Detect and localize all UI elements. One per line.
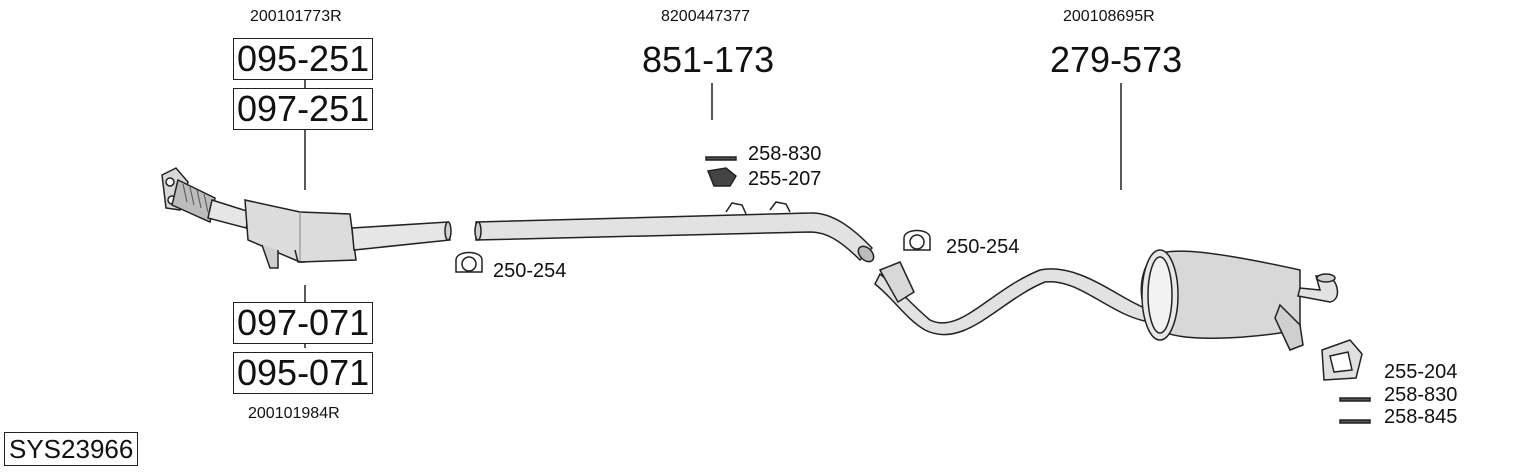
- rear-accessory-2[interactable]: 258-830: [1384, 384, 1458, 406]
- middle-accessory-2[interactable]: 255-207: [748, 168, 822, 190]
- middle-accessory-1[interactable]: 258-830: [748, 143, 822, 165]
- front-oe-bottom-label: 200101984R: [248, 405, 340, 422]
- front-part-bottom-1[interactable]: 097-071: [233, 302, 374, 344]
- middle-oe-label: 8200447377: [661, 8, 750, 25]
- rear-accessory-1[interactable]: 255-204: [1384, 361, 1458, 383]
- system-code: SYS23966: [4, 432, 139, 466]
- leader-lines: [304, 78, 1122, 348]
- front-part-top-1[interactable]: 095-251: [233, 38, 374, 80]
- front-part-bottom-2[interactable]: 095-071: [233, 352, 374, 394]
- rear-oe-label: 200108695R: [1063, 8, 1155, 25]
- middle-part-number[interactable]: 851-173: [642, 39, 775, 80]
- rear-accessory-3[interactable]: 258-845: [1384, 406, 1458, 428]
- front-oe-top-label: 200101773R: [250, 8, 342, 25]
- rear-part-number[interactable]: 279-573: [1050, 39, 1183, 80]
- front-clamp-label[interactable]: 250-254: [493, 260, 567, 282]
- middle-pipe[interactable]: [474, 201, 877, 265]
- front-part-top-2[interactable]: 097-251: [233, 88, 374, 130]
- rear-silencer[interactable]: [874, 249, 1339, 351]
- front-catalytic-converter[interactable]: [161, 167, 452, 269]
- rear-clamp-label[interactable]: 250-254: [946, 236, 1020, 258]
- clamp-icons: [455, 156, 1371, 424]
